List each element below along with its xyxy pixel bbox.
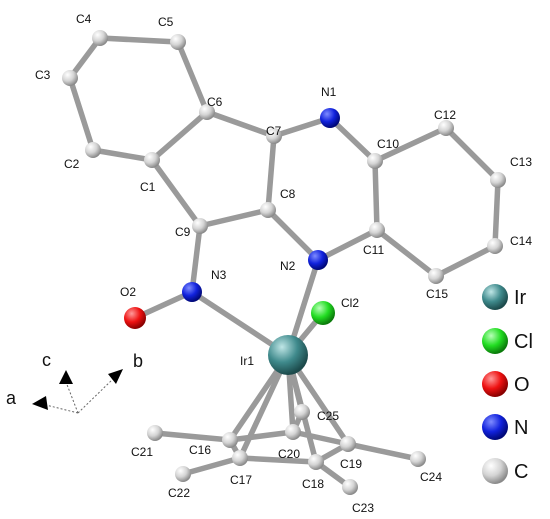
label-ir1: Ir1 xyxy=(240,354,254,368)
label-c3: C3 xyxy=(35,68,51,82)
atom-c9 xyxy=(192,218,208,234)
atom-c10 xyxy=(367,153,383,169)
legend-label-n: N xyxy=(514,417,528,439)
atom-c11 xyxy=(369,222,385,238)
label-c6: C6 xyxy=(207,95,223,109)
label-c7: C7 xyxy=(266,124,282,138)
atom-n2 xyxy=(308,250,328,270)
axis-c-label: c xyxy=(42,350,51,370)
label-c22: C22 xyxy=(168,486,190,500)
label-n2: N2 xyxy=(280,259,296,273)
axis-b-arrow-icon xyxy=(108,369,123,384)
atom-c13 xyxy=(490,172,506,188)
atom-n1 xyxy=(320,108,340,128)
label-c8: C8 xyxy=(280,187,296,201)
legend-label-ir: Ir xyxy=(514,287,527,309)
legend-label-o: O xyxy=(514,374,530,396)
atom-c22 xyxy=(175,466,191,482)
label-c19: C19 xyxy=(340,457,362,471)
label-c18: C18 xyxy=(302,477,324,491)
atom-c8 xyxy=(260,202,276,218)
label-o2: O2 xyxy=(120,285,136,299)
atom-c1 xyxy=(144,152,160,168)
atom-c15 xyxy=(428,268,444,284)
label-n3: N3 xyxy=(211,268,227,282)
axis-a-label: a xyxy=(6,388,17,408)
label-c4: C4 xyxy=(76,12,92,26)
label-c14: C14 xyxy=(510,234,532,248)
atom-c14 xyxy=(487,238,503,254)
legend-swatch-cl xyxy=(482,328,508,354)
atom-ir1 xyxy=(268,335,308,375)
atom-n3 xyxy=(182,282,202,302)
label-cl2: Cl2 xyxy=(341,296,359,310)
axis-c-arrow-icon xyxy=(59,370,73,384)
legend-label-c: C xyxy=(514,461,528,483)
label-c5: C5 xyxy=(158,15,174,29)
label-c1: C1 xyxy=(140,180,156,194)
atom-c24 xyxy=(410,451,426,467)
label-n1: N1 xyxy=(321,85,337,99)
atom-c20 xyxy=(285,424,301,440)
axis-indicator: a c b xyxy=(6,350,143,414)
atom-c7 xyxy=(266,128,282,144)
atom-labels: C4 C5 C3 C6 N1 C7 C10 C12 C2 C1 C13 C8 C… xyxy=(35,12,532,515)
label-c15: C15 xyxy=(426,287,448,301)
atom-c12 xyxy=(438,120,454,136)
atom-c16 xyxy=(222,432,238,448)
label-c20: C20 xyxy=(278,447,300,461)
legend-label-cl: Cl xyxy=(514,331,533,353)
legend-swatch-o xyxy=(482,371,508,397)
atom-c23 xyxy=(342,479,358,495)
atom-o2 xyxy=(124,307,146,329)
label-c23: C23 xyxy=(352,501,374,515)
atom-c6 xyxy=(199,104,215,120)
atom-c4 xyxy=(92,30,108,46)
axis-a-arrow-icon xyxy=(32,396,48,410)
atom-c2 xyxy=(85,142,101,158)
label-c13: C13 xyxy=(510,155,532,169)
legend: Ir Cl O N C xyxy=(482,284,533,484)
atom-c19 xyxy=(340,436,356,452)
label-c10: C10 xyxy=(377,137,399,151)
legend-swatch-n xyxy=(482,414,508,440)
atoms xyxy=(62,30,506,495)
label-c16: C16 xyxy=(189,443,211,457)
label-c21: C21 xyxy=(131,445,153,459)
legend-swatch-ir xyxy=(482,284,508,310)
label-c9: C9 xyxy=(175,225,191,239)
label-c17: C17 xyxy=(230,473,252,487)
legend-swatch-c xyxy=(482,458,508,484)
atom-c3 xyxy=(62,70,78,86)
label-c25: C25 xyxy=(317,409,339,423)
label-c24: C24 xyxy=(420,470,442,484)
axis-b-label: b xyxy=(133,351,143,371)
atom-c18 xyxy=(308,454,324,470)
atom-c21 xyxy=(147,425,163,441)
atom-cl2 xyxy=(311,301,335,325)
atom-c5 xyxy=(170,34,186,50)
label-c11: C11 xyxy=(363,243,384,257)
atom-c17 xyxy=(232,450,248,466)
label-c12: C12 xyxy=(434,108,456,122)
label-c2: C2 xyxy=(64,157,80,171)
atom-c25 xyxy=(294,404,310,420)
